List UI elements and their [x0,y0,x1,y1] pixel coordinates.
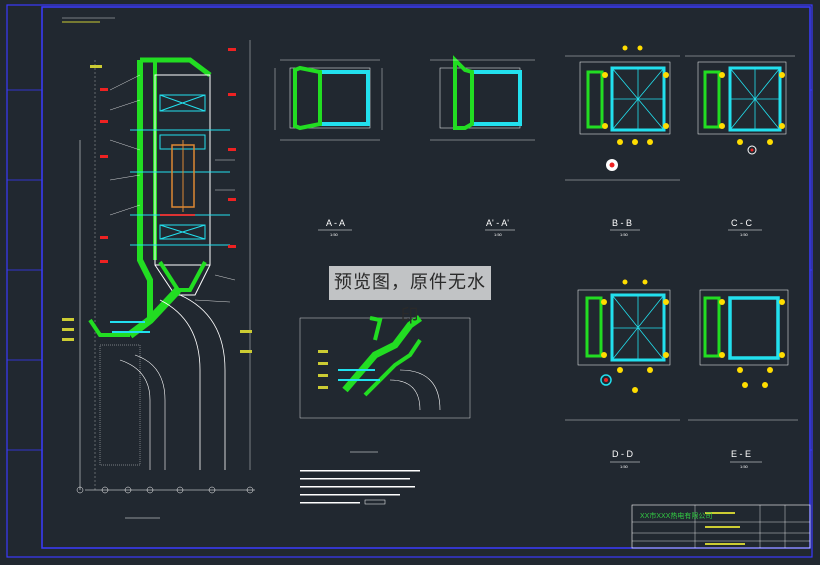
section-label-a-a: A - A [326,218,346,228]
section-e-e [688,289,798,463]
section-c-c [685,55,795,231]
section-label-b-b: B - B [612,218,633,228]
scale-a-a: 1:50 [330,232,338,237]
detail-elbow [299,315,471,453]
main-elevation [62,40,255,519]
section-a-a [274,59,383,231]
outer-frame [6,4,813,558]
section-label-a-prime: A' - A' [486,218,509,228]
section-label-d-d: D - D [612,449,633,459]
scale-b-b: 1:50 [620,232,628,237]
title-block [631,504,811,549]
title-block-company: XX市XXX热电有限公司 [640,513,713,520]
section-a-prime [430,55,535,231]
section-label-c-c: C - C [731,218,752,228]
section-b-b [565,45,680,231]
preview-watermark: 预览图，原件无水印 [329,266,491,327]
section-d-d [565,279,680,463]
scale-d-d: 1:50 [620,464,628,469]
notes-block [300,470,420,505]
inner-frame [41,6,811,549]
frame-ticks [7,89,812,451]
section-label-e-e: E - E [731,449,752,459]
scale-a-prime: 1:50 [494,232,502,237]
scale-e-e: 1:50 [740,464,748,469]
scale-c-c: 1:50 [740,232,748,237]
